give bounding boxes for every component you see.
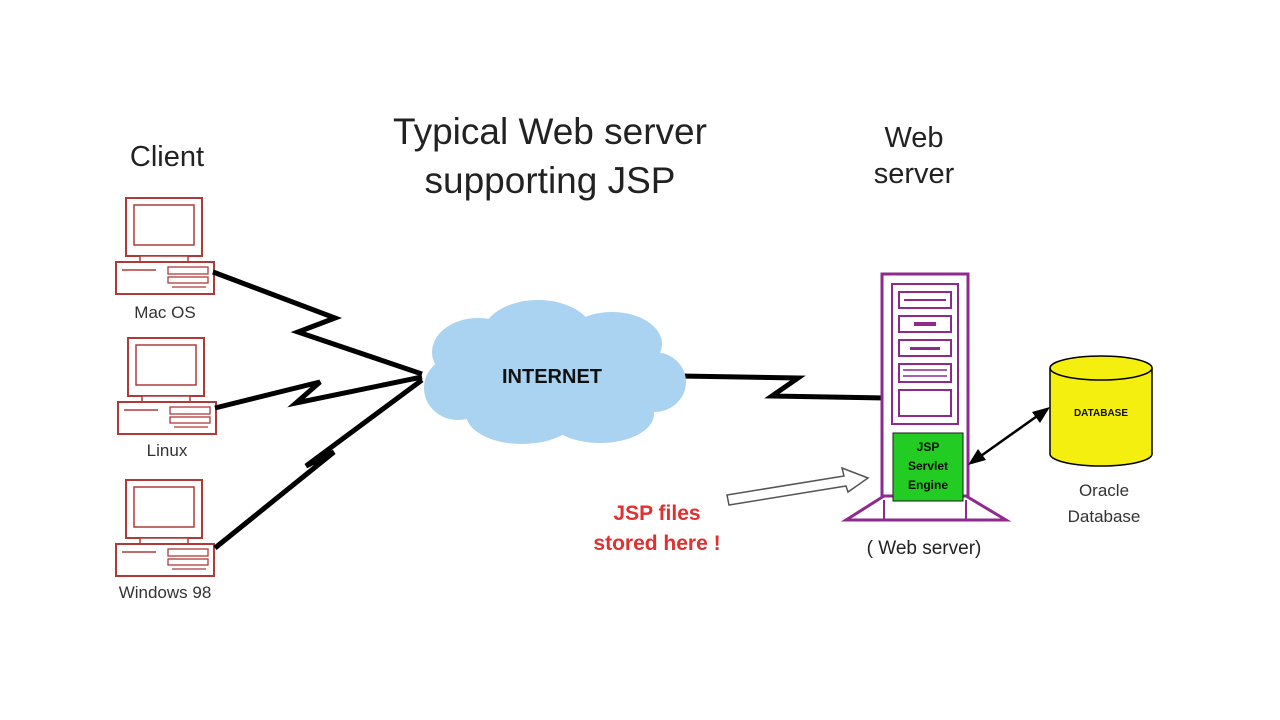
engine-label-line3: Engine	[908, 478, 948, 492]
connection-macos-internet	[212, 269, 423, 377]
cloud-icon	[424, 300, 686, 444]
web-server-heading-line2: server	[874, 158, 955, 190]
client-label-macos: Mac OS	[134, 303, 195, 322]
double-arrow-icon	[968, 407, 1050, 465]
oracle-caption-line1: Oracle	[1079, 481, 1129, 500]
connection-windows-internet	[213, 377, 424, 550]
web-server-heading-line1: Web	[884, 122, 943, 154]
computer-icon	[115, 479, 215, 577]
client-label-windows98: Windows 98	[119, 583, 212, 602]
computer-icon	[115, 197, 215, 295]
web-server-caption: ( Web server)	[867, 538, 982, 559]
engine-label-line2: Servlet	[908, 459, 948, 473]
client-label-linux: Linux	[147, 441, 188, 460]
connection-internet-server	[679, 373, 887, 401]
client-heading: Client	[130, 141, 204, 173]
database-label: DATABASE	[1074, 408, 1128, 419]
connection-linux-internet	[214, 374, 423, 411]
diagram-title-line2: supporting JSP	[425, 160, 676, 201]
jsp-files-note-line2: stored here !	[593, 532, 720, 555]
jsp-servlet-engine-box	[892, 432, 964, 502]
arrow-right-icon	[726, 466, 870, 506]
jsp-files-note-line1: JSP files	[613, 502, 700, 525]
engine-label-line1: JSP	[917, 440, 940, 454]
computer-icon	[117, 337, 217, 435]
database-cylinder-icon	[1049, 355, 1153, 467]
diagram-title-line1: Typical Web server	[393, 111, 707, 152]
oracle-caption-line2: Database	[1068, 507, 1141, 526]
internet-label: INTERNET	[502, 366, 602, 388]
